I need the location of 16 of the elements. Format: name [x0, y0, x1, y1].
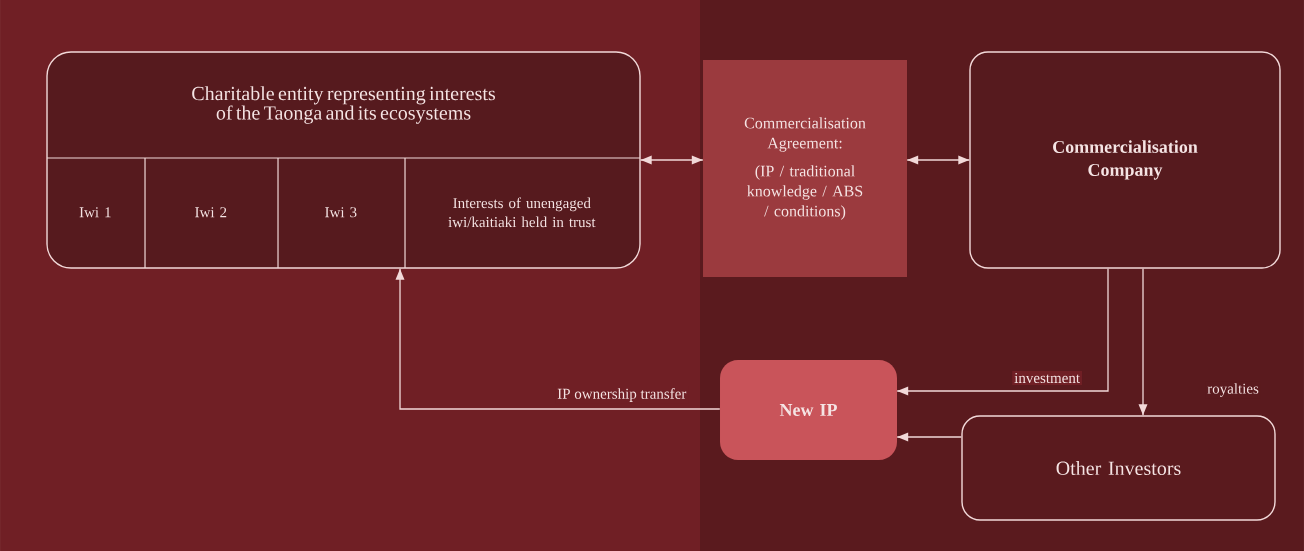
edge-label: IP ownership transfer	[555, 386, 689, 404]
agreement-box: Commercialisation Agreement: (IP / traditional knowledge / ABS / conditions)	[703, 60, 907, 277]
arrow	[896, 432, 962, 442]
table-cell: Iwi 3	[325, 207, 357, 218]
table-cell: Iwi 2	[195, 207, 227, 218]
company-box: Commercialisation Company	[969, 51, 1281, 269]
arrow	[896, 268, 1109, 396]
arrow	[906, 155, 970, 165]
investors-box: Other Investors	[961, 415, 1276, 521]
edge-label: royalties	[1205, 381, 1261, 399]
arrow	[395, 268, 721, 410]
arrow	[640, 155, 704, 165]
table-cell: Iwi 1	[79, 207, 111, 218]
arrow	[1138, 268, 1148, 416]
new-ip-box: New IP	[720, 360, 897, 460]
table-cell: Interests of unengaged iwi/kaitiaki held in trust	[448, 197, 596, 228]
